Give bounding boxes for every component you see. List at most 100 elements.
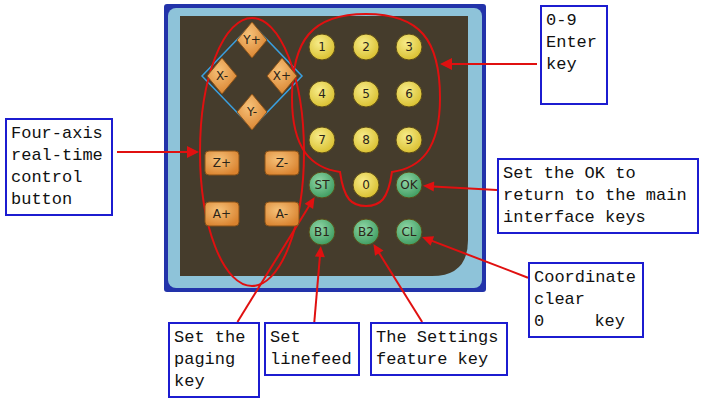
key-label: Z+ [213,156,231,170]
key-label: Y+ [243,33,260,47]
function-key: B1 [308,218,336,246]
key-label: B1 [314,225,330,239]
key-label: CL [401,225,416,239]
arrow-line [314,256,320,322]
number-key: 9 [395,126,423,154]
axis-key: Z+ [204,150,240,176]
key-face [396,127,422,153]
keypad-border [164,4,486,292]
arrow-head [423,181,434,191]
key-face [353,219,379,245]
callout-text: 0-9 Enter key [546,10,602,76]
callout-text: The Settings feature key [376,327,502,371]
axis-key: Y+ [236,21,268,59]
key-face [267,58,297,94]
group-outline [292,14,440,206]
callout-box: Coordinate clear 0 key [528,262,644,338]
key-face [265,202,299,226]
key-face [309,172,335,198]
key-face [353,127,379,153]
keypad-panel [180,16,468,276]
key-face [396,34,422,60]
callout-text: Set the paging key [174,327,254,393]
function-key: CL [395,218,423,246]
function-key: ST [308,171,336,199]
callout-box: Set the OK to return to the main interfa… [497,158,699,234]
key-face [396,81,422,107]
number-key: 4 [308,80,336,108]
arrow-head [187,146,199,158]
key-label: 3 [405,40,413,54]
key-face [205,202,239,226]
key-face [265,151,299,175]
key-label: A+ [213,207,231,221]
callout-box: Set linefeed [264,322,360,376]
key-face [309,127,335,153]
arrow-line [431,241,528,278]
axis-key: A- [264,201,300,227]
number-key: 0 [352,171,380,199]
key-label: 1 [318,40,326,54]
arrow-head [315,246,325,257]
callout-arrow [373,244,422,322]
number-key: 6 [395,80,423,108]
callout-arrow [314,246,325,322]
key-face [396,172,422,198]
key-label: 4 [318,87,326,101]
callout-box: Four-axis real-time control button [5,118,113,216]
arrow-head [440,58,452,70]
key-label: OK [400,178,417,192]
key-face [396,219,422,245]
key-label: 7 [318,133,326,147]
axis-diamond-outline [202,24,302,128]
callout-box: 0-9 Enter key [540,5,608,105]
callout-text: Coordinate clear 0 key [534,267,638,333]
callout-box: Set the paging key [168,322,260,398]
key-label: 8 [362,133,370,147]
number-key: 7 [308,126,336,154]
axis-key: Y- [236,93,268,131]
arrow-line [433,186,497,190]
key-face [309,219,335,245]
leader-line [451,63,537,65]
number-key: 2 [352,33,380,61]
group-ellipse [200,18,304,286]
key-face [237,94,267,130]
function-key: OK [395,171,423,199]
key-face [353,34,379,60]
axis-key: Z- [264,150,300,176]
number-key: 1 [308,33,336,61]
number-key: 3 [395,33,423,61]
key-label: 2 [362,40,370,54]
leader-line [117,151,188,153]
callout-arrow [423,181,497,191]
key-label: 6 [405,87,413,101]
keypad-frame [168,8,482,288]
key-face [237,22,267,58]
key-label: A- [276,207,288,221]
key-label: X+ [273,69,291,83]
callout-text: Four-axis real-time control button [11,123,107,211]
number-key: 5 [352,80,380,108]
callout-text: Set the OK to return to the main interfa… [503,163,693,229]
key-label: 0 [362,178,370,192]
key-label: X- [216,69,228,83]
callout-arrow [422,236,528,277]
key-face [353,172,379,198]
callout-text: Set linefeed [270,327,354,371]
function-key: B2 [352,218,380,246]
key-label: ST [315,178,330,192]
key-face [207,58,237,94]
callout-box: The Settings feature key [370,322,508,376]
axis-key: A+ [204,201,240,227]
key-label: 5 [362,87,370,101]
arrow-head [373,244,383,256]
key-face [309,34,335,60]
axis-key: X- [206,57,238,95]
arrow-head [422,236,434,245]
arrow-head [305,197,315,209]
key-label: Z- [276,156,288,170]
key-label: B2 [358,225,374,239]
arrow-line [379,252,422,322]
